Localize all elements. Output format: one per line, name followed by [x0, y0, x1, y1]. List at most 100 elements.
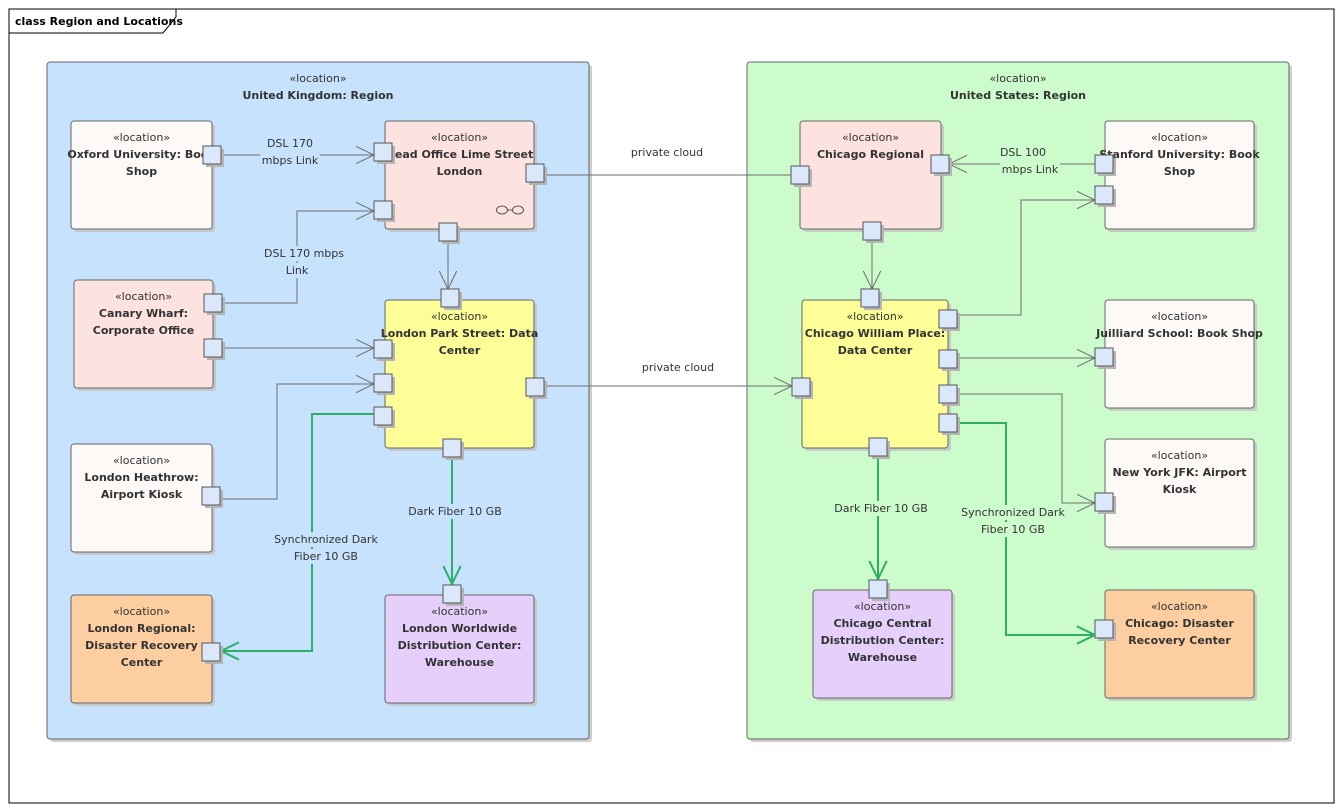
node-name-line: Warehouse [848, 651, 917, 664]
region-stereotype: «location» [989, 72, 1046, 85]
connector-label: Dark Fiber 10 GB [829, 501, 933, 516]
port[interactable] [438, 222, 460, 244]
port[interactable] [202, 145, 224, 167]
location-node-williamplace[interactable]: «location»Chicago William Place:Data Cen… [801, 299, 951, 451]
svg-text:Fiber 10 GB: Fiber 10 GB [981, 523, 1045, 536]
node-stereotype: «location» [431, 310, 488, 323]
node-name-line: Chicago Central [833, 617, 931, 630]
port[interactable] [525, 163, 547, 185]
port[interactable] [440, 288, 462, 310]
region-name: United States: Region [950, 89, 1086, 102]
frame-title-tab [8, 8, 177, 34]
port[interactable] [373, 200, 395, 222]
node-stereotype: «location» [1151, 310, 1208, 323]
port[interactable] [201, 642, 223, 664]
connector-label: mbps Link [1000, 162, 1060, 177]
port[interactable] [868, 579, 890, 601]
port[interactable] [442, 438, 464, 460]
port[interactable] [938, 384, 960, 406]
region-name: United Kingdom: Region [242, 89, 393, 102]
port[interactable] [930, 154, 952, 176]
port[interactable] [1094, 185, 1116, 207]
node-stereotype: «location» [431, 131, 488, 144]
svg-text:Dark Fiber 10 GB: Dark Fiber 10 GB [408, 505, 502, 518]
svg-text:Synchronized Dark: Synchronized Dark [961, 506, 1065, 519]
port[interactable] [1094, 154, 1116, 176]
node-name-line: Canary Wharf: [99, 307, 188, 320]
node-name-line: Warehouse [425, 656, 494, 669]
node-name-line: London Heathrow: [84, 471, 198, 484]
node-name-line: Stanford University: Book [1099, 148, 1260, 161]
port[interactable] [373, 142, 395, 164]
svg-text:mbps Link: mbps Link [1002, 163, 1059, 176]
svg-text:DSL 170 mbps: DSL 170 mbps [264, 247, 344, 260]
connector-label: Dark Fiber 10 GB [403, 504, 507, 519]
connector-label: Fiber 10 GB [976, 522, 1050, 537]
node-name-line: London [437, 165, 483, 178]
node-stereotype: «location» [1151, 449, 1208, 462]
node-stereotype: «location» [1151, 131, 1208, 144]
location-node-juilliard[interactable]: «location» Juilliard School: Book Shop [1095, 299, 1263, 411]
node-stereotype: «location» [113, 454, 170, 467]
svg-text:private cloud: private cloud [642, 361, 714, 374]
port[interactable] [862, 221, 884, 243]
port[interactable] [373, 406, 395, 428]
connector-williamplace-chicagowarehouse[interactable] [868, 456, 888, 582]
node-name-line: Kiosk [1163, 483, 1197, 496]
region-stereotype: «location» [289, 72, 346, 85]
port[interactable] [1094, 492, 1116, 514]
location-node-heathrow[interactable]: «location» London Heathrow: Airport Kiosk [70, 443, 215, 555]
port[interactable] [203, 293, 225, 315]
svg-text:Link: Link [286, 264, 309, 277]
port[interactable] [868, 437, 890, 459]
node-name-line: London Park Street: Data [381, 327, 539, 340]
port[interactable] [938, 309, 960, 331]
svg-text:mbps Link: mbps Link [262, 154, 319, 167]
node-stereotype: «location» [1151, 600, 1208, 613]
node-stereotype: «location» [854, 600, 911, 613]
node-name-line: London Regional: [87, 622, 195, 635]
node-name-line: Center [121, 656, 163, 669]
port[interactable] [938, 413, 960, 435]
location-node-chicagoregional[interactable]: «location»Chicago Regional [799, 120, 944, 232]
node-name-line: Shop [126, 165, 157, 178]
node-name-line: Head Office Lime Street [386, 148, 534, 161]
node-name-line: Data Center [838, 344, 913, 357]
port[interactable] [790, 165, 812, 187]
node-name-line: Distribution Center: [821, 634, 945, 647]
node-name-line: Recovery Center [1128, 634, 1231, 647]
port[interactable] [860, 288, 882, 310]
node-name-line: Juilliard School: Book Shop [1095, 327, 1263, 340]
port[interactable] [1094, 619, 1116, 641]
node-name-line: Airport Kiosk [101, 488, 183, 501]
arrowhead-icon [868, 560, 888, 582]
port[interactable] [525, 377, 547, 399]
port[interactable] [1094, 347, 1116, 369]
node-stereotype: «location» [113, 131, 170, 144]
location-node-londonregional[interactable]: «location»London Regional:Disaster Recov… [70, 594, 215, 706]
port[interactable] [203, 338, 225, 360]
port[interactable] [201, 486, 223, 508]
port[interactable] [791, 377, 813, 399]
port[interactable] [442, 584, 464, 606]
connector-parkstreet-londonwarehouse[interactable] [442, 457, 462, 587]
port[interactable] [373, 339, 395, 361]
port[interactable] [938, 349, 960, 371]
location-node-canary[interactable]: «location»Canary Wharf:Corporate Office [73, 279, 216, 391]
node-name-line: Disaster Recovery [85, 639, 198, 652]
arrowhead-icon [442, 565, 462, 587]
connector-label: Synchronized Dark [958, 505, 1068, 520]
connector-label: DSL 170 mbps [264, 246, 344, 261]
node-stereotype: «location» [846, 310, 903, 323]
port[interactable] [373, 373, 395, 395]
svg-text:private cloud: private cloud [631, 146, 703, 159]
